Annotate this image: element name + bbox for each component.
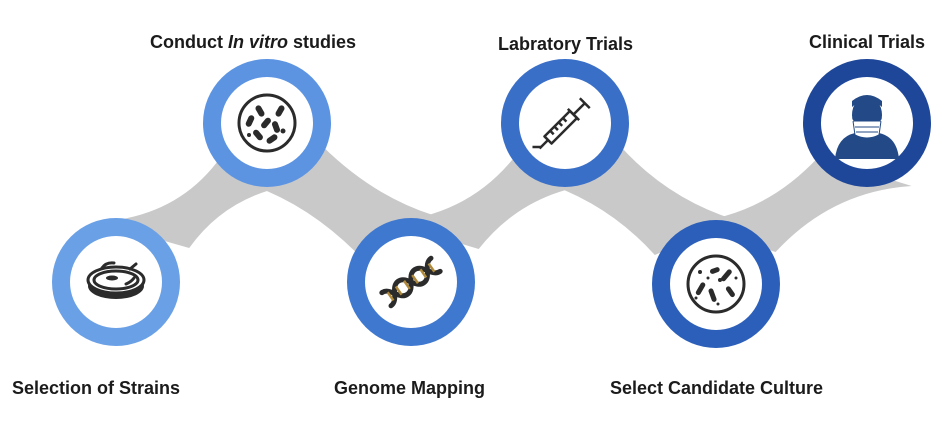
step-label-emphasis: In vitro — [228, 32, 289, 52]
step-label-prefix: Conduct — [150, 32, 228, 52]
step-label-select-candidate-culture: Select Candidate Culture — [610, 378, 824, 398]
step-4-node — [501, 59, 629, 187]
step-label-suffix: studies — [288, 32, 357, 52]
dna-helix-icon — [379, 255, 443, 309]
step-5-node — [652, 220, 780, 348]
step-label-selection-of-strains: Selection of Strains — [12, 378, 181, 398]
step-label-genome-mapping: Genome Mapping — [334, 378, 486, 398]
microbe-petri-icon — [686, 254, 746, 314]
petri-dish-icon — [86, 261, 146, 299]
step-label-clinical-trials: Clinical Trials — [809, 32, 926, 52]
step-label-labratory-trials: Labratory Trials — [498, 34, 634, 54]
masked-person-icon — [835, 95, 899, 159]
step-5-disc — [670, 238, 762, 330]
bacteria-culture-icon — [237, 93, 297, 153]
step-label-in-vitro-studies: Conduct In vitro studies — [150, 31, 356, 53]
step-4-disc — [519, 77, 611, 169]
syringe-icon — [532, 97, 591, 150]
